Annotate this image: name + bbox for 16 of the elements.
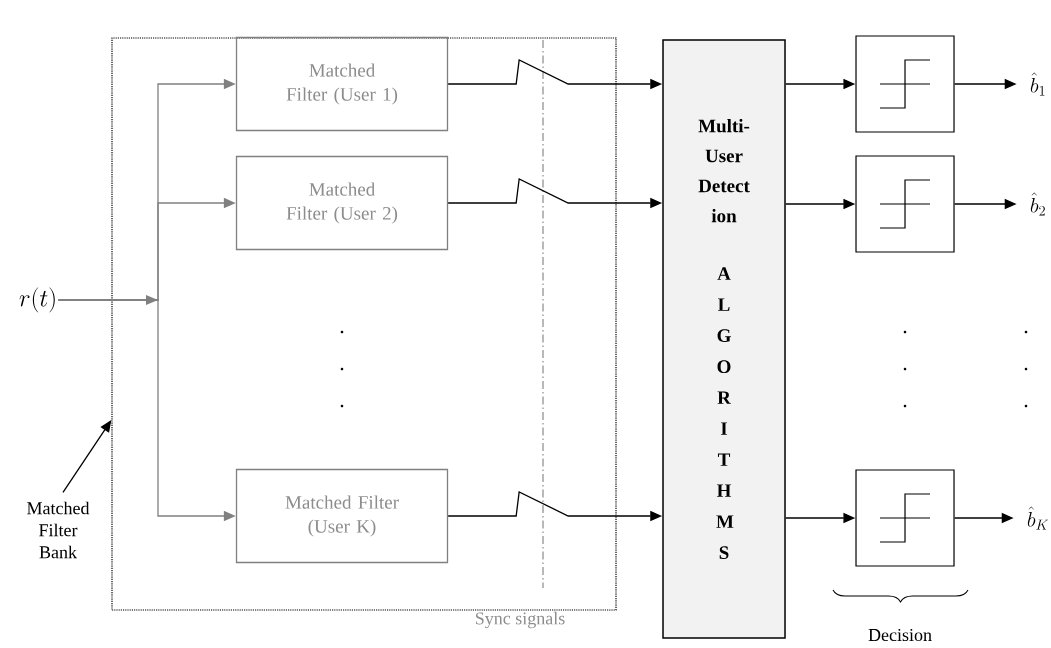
brace-label: Decision xyxy=(868,628,932,642)
arrow xyxy=(62,420,112,494)
output-symbol: $\hat{b}_1$ xyxy=(1030,72,1045,96)
filter-bank-frame xyxy=(111,37,617,611)
filter-box: Matched Filter (User 2) xyxy=(235,155,449,251)
detection-box: Multi- User Detect ion A L G O R I T H M S xyxy=(662,39,786,639)
callout-text: Matched Filter Bank xyxy=(27,501,90,559)
filter-box: Matched Filter (User 1) xyxy=(235,36,449,132)
input-signal: $r(t)$ xyxy=(19,287,55,313)
sync-label: Sync signals xyxy=(475,611,565,629)
filter-box: Matched Filter (User K) xyxy=(235,468,449,564)
output-symbol: $\hat{b}_2$ xyxy=(1030,192,1045,216)
output-symbol: $\hat{b}_K$ xyxy=(1027,506,1049,530)
decision-box xyxy=(855,35,955,133)
decision-box xyxy=(855,469,955,567)
decision-box xyxy=(855,155,955,253)
